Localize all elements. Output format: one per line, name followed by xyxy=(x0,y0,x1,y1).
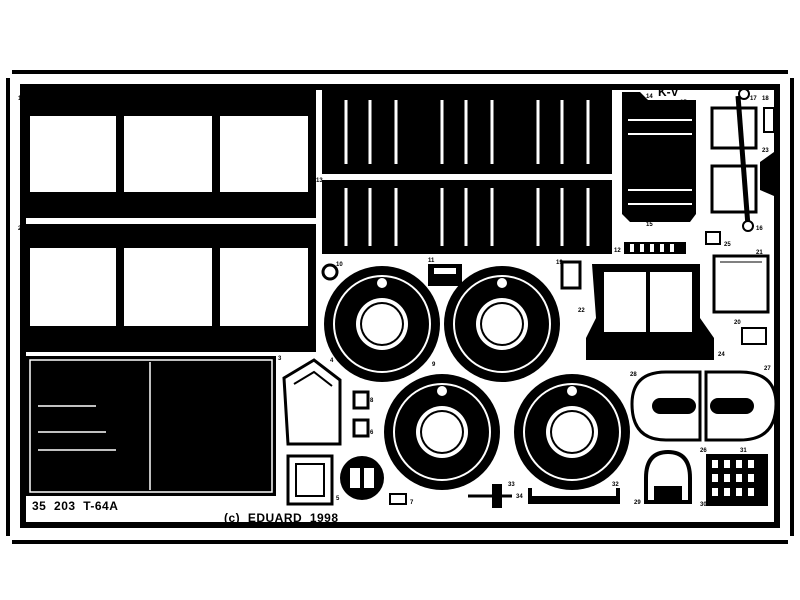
part-number: 11 xyxy=(428,258,435,264)
part-21-plate xyxy=(712,254,770,314)
part-33-rod xyxy=(468,484,512,508)
part-9-wheel-4 xyxy=(514,374,630,490)
part-number: 3 xyxy=(278,356,282,362)
part-number: 6 xyxy=(370,430,374,436)
part-number: 13 xyxy=(316,178,323,184)
part-1-grille-upper xyxy=(26,90,316,218)
part-22-box xyxy=(586,264,714,360)
part-number: 10 xyxy=(336,262,343,268)
part-number: 30 xyxy=(700,502,707,508)
copyright-text: (c) EDUARD 1998 xyxy=(224,511,339,525)
kv-label: K-V xyxy=(658,85,679,99)
part-2-grille-lower xyxy=(26,224,316,352)
part-number: 15 xyxy=(646,222,653,228)
part-number: 31 xyxy=(740,448,747,454)
part-3-round-cap xyxy=(340,456,384,500)
part-number-labels: 1 2 3 4 5 6 7 8 9 10 11 12 13 14 15 16 1… xyxy=(18,94,771,508)
part-number: 4 xyxy=(330,358,334,364)
part-16-17-clamps xyxy=(710,88,775,232)
part-number: 32 xyxy=(612,482,619,488)
part-number: 7 xyxy=(410,500,414,506)
part-number: 28 xyxy=(630,372,637,378)
part-19-clip xyxy=(560,260,582,290)
part-number: 29 xyxy=(634,500,641,506)
part-number: 23 xyxy=(762,148,769,154)
part-number: 2 xyxy=(18,226,22,232)
part-7-tab xyxy=(389,493,407,505)
part-9-wheel-3 xyxy=(384,374,500,490)
part-13-slotted-panel xyxy=(322,180,612,254)
part-5-hatch xyxy=(286,454,334,506)
part-9-wheel-2 xyxy=(444,266,560,382)
part-number: 18 xyxy=(762,96,769,102)
part-number: 8 xyxy=(370,398,374,404)
part-30-31-grid xyxy=(706,454,768,506)
part-number: 5 xyxy=(336,496,340,502)
part-number: 1 xyxy=(18,96,22,102)
part-4-shield xyxy=(282,358,342,446)
part-number: 22 xyxy=(578,308,585,314)
part-number: 27 xyxy=(764,366,771,372)
part-12-strip xyxy=(624,242,686,254)
part-12-slotted-panel xyxy=(322,90,612,174)
part-number: 14 xyxy=(646,94,653,100)
part-9-wheel-1 xyxy=(324,266,440,382)
part-number: 33 xyxy=(508,482,515,488)
part-20-tab xyxy=(741,327,767,345)
part-27-bracket xyxy=(704,370,778,442)
fret-frame xyxy=(2,68,798,546)
part-number: 26 xyxy=(700,448,707,454)
part-number: 12 xyxy=(614,248,621,254)
part-number: 20 xyxy=(734,320,741,326)
part-6-clip xyxy=(352,418,370,438)
part-14-kv-bracket xyxy=(622,92,696,222)
part-8-clip xyxy=(352,390,370,410)
part-number: 16 xyxy=(756,226,763,232)
part-29-dome xyxy=(644,449,692,504)
part-number: 21 xyxy=(756,250,763,256)
part-28-bracket xyxy=(630,370,702,442)
part-25-tab xyxy=(705,231,721,245)
part-number: 9 xyxy=(432,362,436,368)
part-number: 25 xyxy=(724,242,731,248)
product-code: 35 203 T-64A xyxy=(32,499,118,513)
part-32-rail xyxy=(528,488,620,504)
part-number: 34 xyxy=(516,494,523,500)
part-3-plate xyxy=(26,356,276,496)
part-11-bracket xyxy=(428,264,462,286)
part-number: 17 xyxy=(750,96,757,102)
part-10-clip xyxy=(321,263,339,281)
part-number: 24 xyxy=(718,352,725,358)
part-number: 35 xyxy=(680,100,687,106)
part-number: 19 xyxy=(556,260,563,266)
